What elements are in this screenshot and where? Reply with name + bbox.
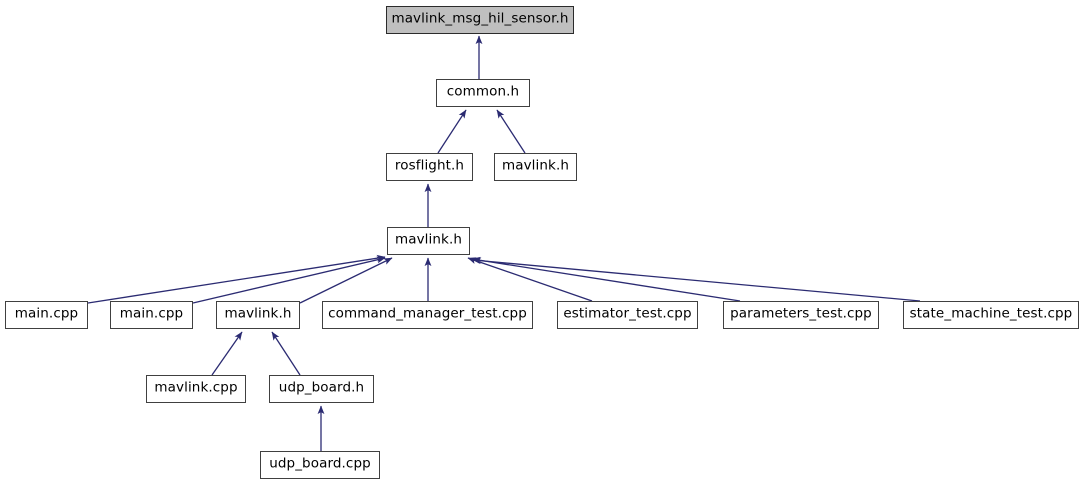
graph-node-udp-board-cpp[interactable]: udp_board.cpp (260, 451, 380, 479)
graph-node-mavlink-h[interactable]: mavlink.h (387, 227, 470, 255)
graph-edge-n6-to-n4 (192, 256, 386, 304)
graph-node-estimator-test-cpp[interactable]: estimator_test.cpp (557, 301, 698, 329)
graph-node-label: estimator_test.cpp (563, 305, 692, 322)
graph-edge-n2-to-n1 (437, 109, 467, 154)
graph-node-label: udp_board.h (278, 379, 365, 396)
graph-node-label: mavlink.h (394, 231, 463, 248)
graph-edge-n12-to-n7 (211, 331, 243, 376)
graph-node-common-h[interactable]: common.h (436, 79, 530, 107)
graph-edge-n11-to-n4 (472, 257, 921, 302)
graph-node-mavlink-h[interactable]: mavlink.h (216, 301, 300, 329)
graph-node-command-manager-test-cpp[interactable]: command_manager_test.cpp (322, 301, 533, 329)
graph-node-label: udp_board.cpp (269, 455, 371, 472)
graph-node-label: main.cpp (14, 305, 79, 322)
graph-node-parameters-test-cpp[interactable]: parameters_test.cpp (723, 301, 879, 329)
graph-node-label: command_manager_test.cpp (328, 305, 527, 322)
graph-edge-n3-to-n1 (496, 109, 526, 154)
graph-node-label: mavlink.h (224, 305, 292, 322)
graph-node-label: rosflight.h (394, 157, 465, 174)
graph-node-mavlink-h[interactable]: mavlink.h (494, 153, 577, 181)
graph-node-mavlink-msg-hil-sensor-h[interactable]: mavlink_msg_hil_sensor.h (386, 6, 574, 34)
graph-edge-n7-to-n4 (299, 257, 393, 304)
graph-edge-n13-to-n7 (271, 331, 301, 376)
graph-node-label: mavlink.h (501, 157, 570, 174)
graph-edge-n10-to-n4 (471, 256, 741, 302)
graph-node-label: state_machine_test.cpp (909, 305, 1073, 322)
graph-node-label: mavlink_msg_hil_sensor.h (391, 10, 569, 27)
graph-node-label: main.cpp (119, 305, 184, 322)
graph-edge-n9-to-n4 (467, 257, 593, 302)
graph-node-label: common.h (446, 83, 520, 100)
graph-node-main-cpp[interactable]: main.cpp (110, 301, 193, 329)
graph-node-udp-board-h[interactable]: udp_board.h (269, 375, 374, 403)
graph-node-label: parameters_test.cpp (730, 305, 872, 322)
graph-node-main-cpp[interactable]: main.cpp (5, 301, 88, 329)
graph-edge-n5-to-n4 (87, 254, 386, 304)
graph-node-rosflight-h[interactable]: rosflight.h (386, 153, 473, 181)
graph-node-state-machine-test-cpp[interactable]: state_machine_test.cpp (903, 301, 1079, 329)
graph-node-mavlink-cpp[interactable]: mavlink.cpp (146, 375, 246, 403)
graph-node-label: mavlink.cpp (154, 379, 238, 396)
